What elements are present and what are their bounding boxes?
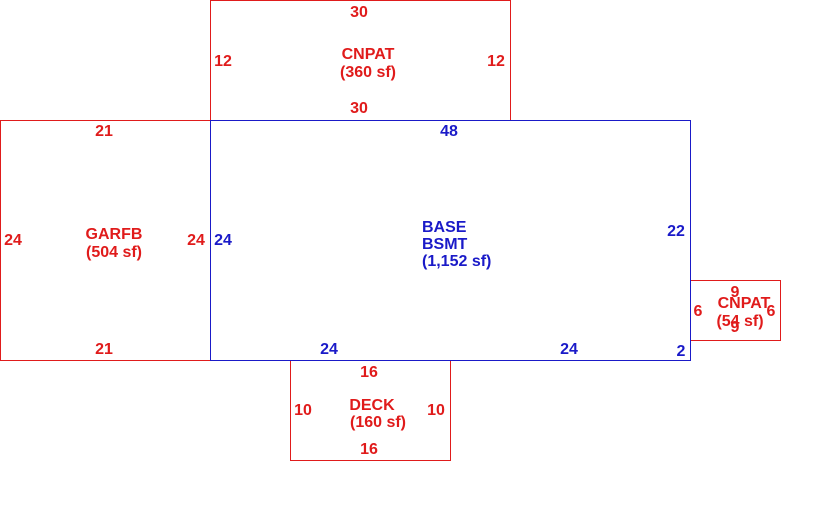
base-dim-corner: 2	[677, 343, 686, 360]
deck-dim-left: 10	[294, 402, 312, 419]
cnpat-top-dim-top: 30	[350, 4, 368, 21]
garfb-dim-bottom: 21	[95, 341, 113, 358]
base-size: (1,152 sf)	[422, 253, 491, 270]
garfb-size: (504 sf)	[86, 244, 142, 261]
deck-size: (160 sf)	[350, 414, 406, 431]
base-dim-right: 22	[667, 223, 685, 240]
cnpat-small-dim-right: 6	[767, 303, 776, 320]
deck-dim-bottom: 16	[360, 441, 378, 458]
cnpat-top-dim-bottom: 30	[350, 100, 368, 117]
cnpat-top-size: (360 sf)	[340, 64, 396, 81]
cnpat-small-dim-bottom: 9	[731, 319, 740, 336]
garfb-label: GARFB	[86, 226, 143, 243]
deck-label: DECK	[349, 397, 395, 414]
deck-dim-top: 16	[360, 364, 378, 381]
cnpat-small-label: CNPAT	[718, 295, 771, 312]
deck-dim-right: 10	[427, 402, 445, 419]
garfb-dim-right: 24	[187, 232, 205, 249]
base-dim-bottom-right: 24	[560, 341, 578, 358]
cnpat-top-dim-left: 12	[214, 53, 232, 70]
cnpat-small-dim-top: 9	[731, 284, 740, 301]
deck-area: 16 10 10 16 DECK (160 sf)	[290, 360, 451, 461]
cnpat-small-area: 9 6 6 9 CNPAT (54 sf)	[690, 280, 781, 341]
cnpat-small-size: (54 sf)	[716, 313, 763, 330]
cnpat-top-dim-right: 12	[487, 53, 505, 70]
garfb-dim-left: 24	[4, 232, 22, 249]
cnpat-small-dim-left: 6	[694, 303, 703, 320]
base-dim-top: 48	[440, 123, 458, 140]
base-outline	[210, 120, 691, 361]
base-dim-left: 24	[214, 232, 232, 249]
garfb-area: 21 24 24 21 GARFB (504 sf)	[0, 120, 211, 361]
garfb-dim-top: 21	[95, 123, 113, 140]
cnpat-top-area: 30 12 12 30 CNPAT (360 sf)	[210, 0, 511, 121]
base-dim-bottom-left: 24	[320, 341, 338, 358]
base-area: 48 24 22 24 24 2 BASE BSMT (1,152 sf)	[210, 120, 691, 361]
base-sublabel: BSMT	[422, 236, 468, 253]
cnpat-top-label: CNPAT	[342, 46, 395, 63]
base-label: BASE	[422, 219, 467, 236]
